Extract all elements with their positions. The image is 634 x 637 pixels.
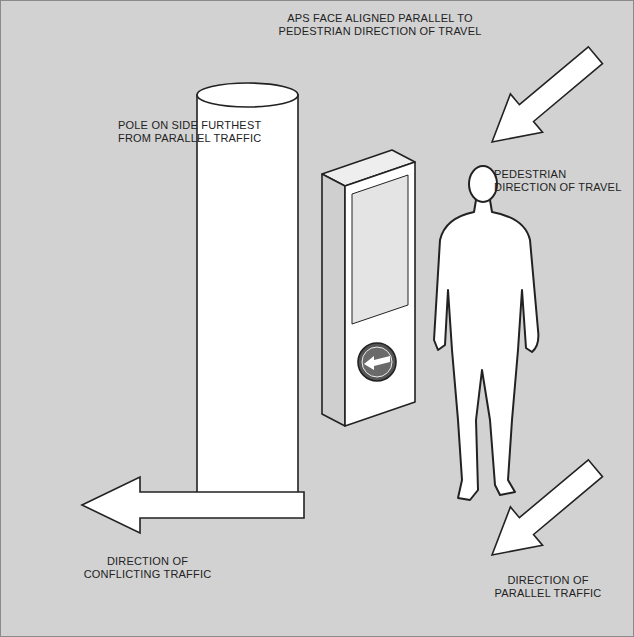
pedestrian-arrow [476,36,612,161]
parallel-traffic-arrow [476,449,612,574]
annotation-label: DIRECTION OF CONFLICTING TRAFFIC [80,555,215,581]
annotation-label: POLE ON SIDE FURTHEST FROM PARALLEL TRAF… [118,119,268,145]
annotation-label: APS FACE ALIGNED PARALLEL TO PEDESTRIAN … [270,12,490,38]
aps-device [322,150,415,426]
pole [197,83,298,507]
annotation-label: PEDESTRIAN DIRECTION OF TRAVEL [494,168,624,194]
block-arrows [82,36,611,574]
pedestrian-figure [434,166,538,500]
annotation-label: DIRECTION OF PARALLEL TRAFFIC [488,574,608,600]
conflicting-traffic-arrow [82,477,304,533]
